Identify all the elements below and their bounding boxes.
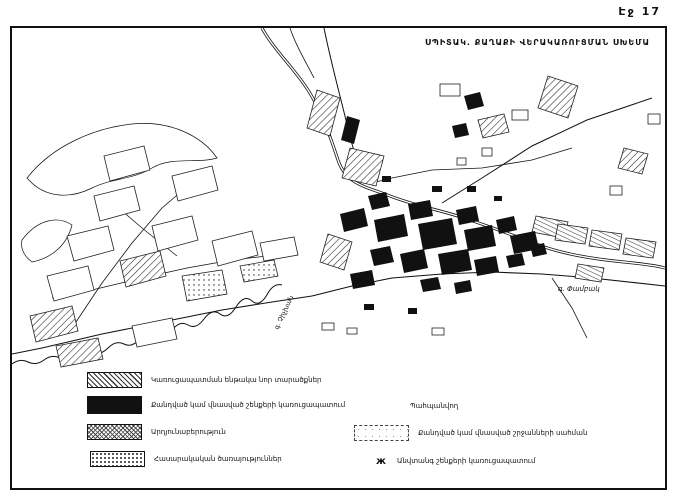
legend-item-preserved: Պահպանվող: [410, 402, 458, 410]
dots-swatch-icon: [90, 451, 145, 467]
legend-label: Քանդված կամ վնասված շրջանների սահման: [418, 428, 588, 437]
map-districts-hatched: [29, 75, 649, 368]
map-frame: ՍՊԻՏԱԿ. ՔԱՂԱՔԻ ՎԵՐԱԿԱՌՈՒՑՄԱՆ ՍԽԵՄԱ: [10, 26, 667, 490]
map-districts-outlined: [46, 83, 661, 348]
map-districts-dotted: [181, 259, 279, 302]
solid-black-swatch-icon: [87, 396, 142, 414]
legend-label: Քանդված կամ վնասված շենքերի կառուցապատու…: [151, 400, 346, 409]
dashed-outline-swatch-icon: [354, 425, 409, 441]
legend-item-damaged-zone-boundary: Քանդված կամ վնասված շրջանների սահման: [354, 425, 587, 441]
hatch-dense-swatch-icon: [87, 424, 142, 440]
legend-item-new-construction-areas: Կառուցապատման ենթակա նոր տարածքներ: [87, 372, 321, 388]
legend-label: Պահպանվող: [410, 402, 459, 410]
map-damaged-buildings: [340, 92, 547, 314]
river-label-pambak: գ. Փամբակ: [558, 285, 600, 293]
map-legend: Կառուցապատման ենթակա նոր տարածքներ Քանդվ…: [12, 368, 665, 486]
legend-item-safe-buildings: ж Անվտանգ շենքերի կառուցապատում: [374, 456, 535, 467]
hatch-diagonal-swatch-icon: [87, 372, 142, 388]
page-number-label: Էջ 17: [618, 5, 661, 18]
legend-label: Կառուցապատման ենթակա նոր տարածքներ: [151, 375, 322, 384]
legend-label: Հասարակական ծառայություններ: [154, 454, 282, 463]
map-title: ՍՊԻՏԱԿ. ՔԱՂԱՔԻ ՎԵՐԱԿԱՌՈՒՑՄԱՆ ՍԽԵՄԱ: [422, 37, 653, 48]
legend-item-public-services: Հասարակական ծառայություններ: [90, 451, 282, 467]
legend-label: Անվտանգ շենքերի կառուցապատում: [397, 457, 536, 466]
city-map: գ. Փամբակ գ. Չիչխան: [12, 28, 665, 368]
legend-item-damaged-buildings: Քանդված կամ վնասված շենքերի կառուցապատու…: [87, 396, 345, 414]
point-symbol-icon: ж: [376, 456, 386, 467]
map-districts-hatched-dense: [531, 215, 657, 283]
legend-item-industry: Արդյունաբերություն: [87, 424, 226, 440]
legend-label: Արդյունաբերություն: [151, 427, 226, 436]
